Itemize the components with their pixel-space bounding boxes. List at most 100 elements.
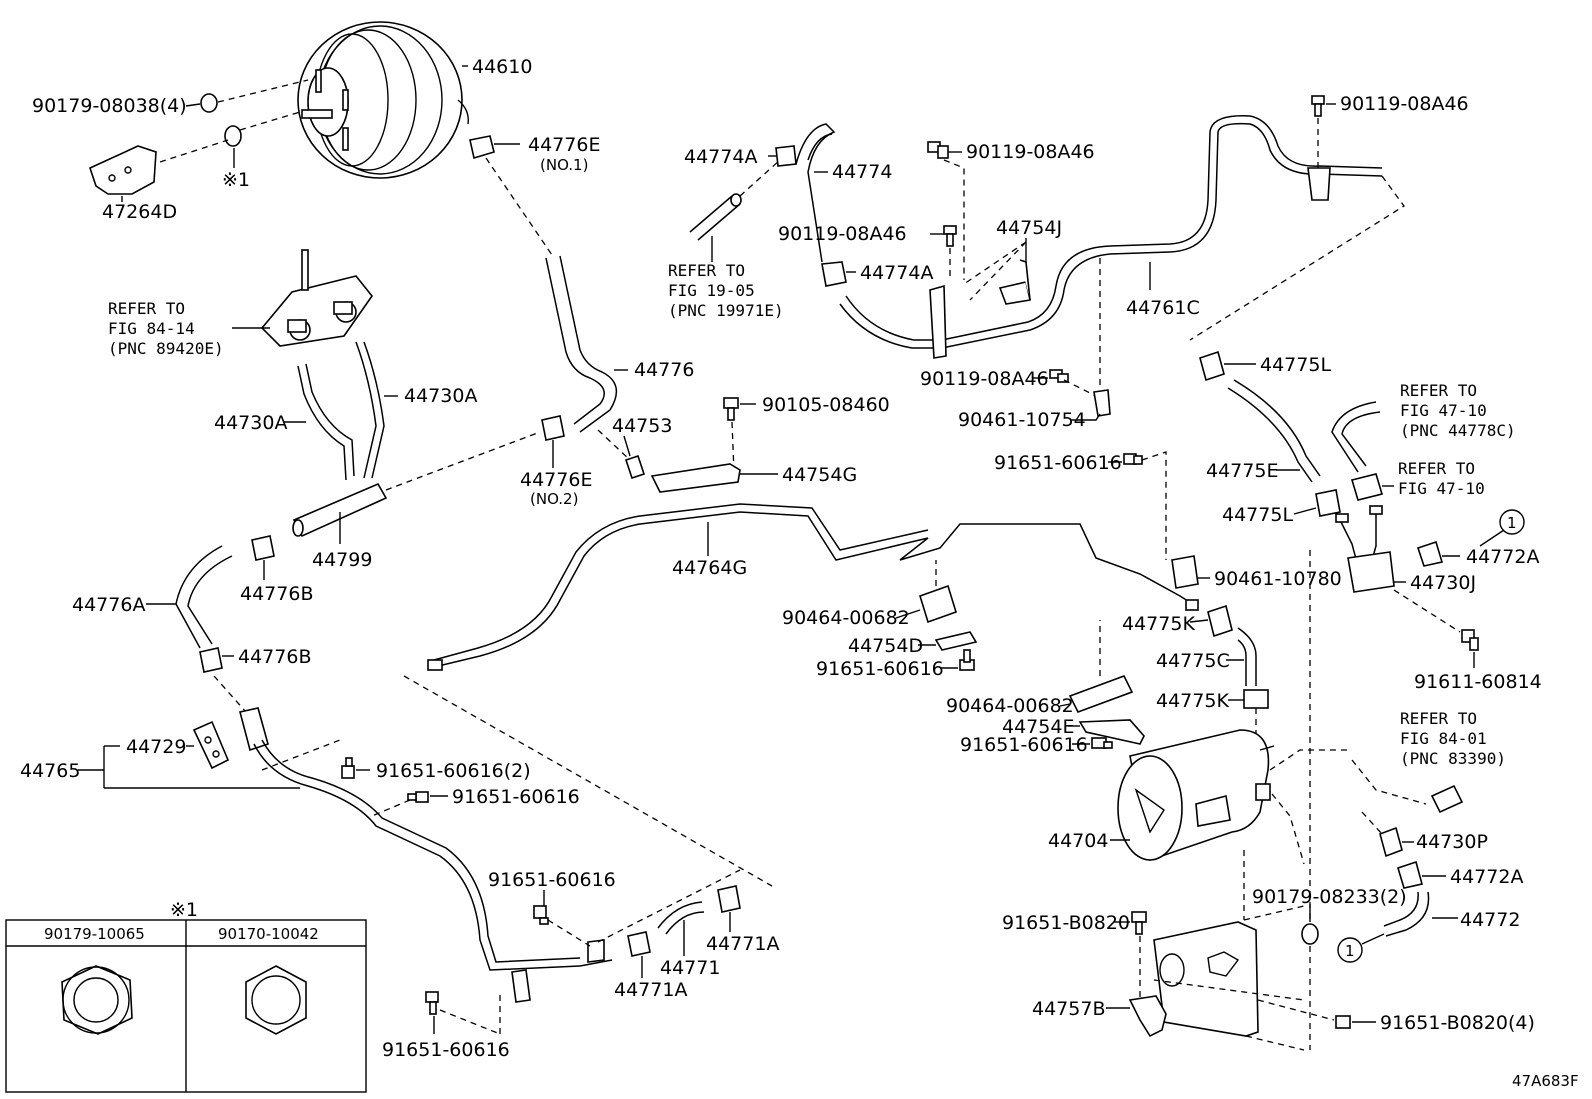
label-44776E-1: 44776E	[528, 134, 600, 156]
hose-ref-4710a	[1331, 401, 1381, 473]
label-44776A: 44776A	[72, 594, 145, 616]
valve-44730J	[1335, 505, 1395, 593]
label-44754D: 44754D	[848, 635, 923, 657]
clamp-90464-a	[919, 584, 957, 624]
label-ref-8401-1: REFER TO	[1400, 709, 1477, 728]
label-44764G: 44764G	[672, 557, 747, 579]
clamp-44776E-2	[541, 415, 565, 441]
hose-44776	[545, 255, 618, 433]
label-ref-8401-3: (PNC 83390)	[1400, 749, 1506, 768]
label-90119-d: 90119-08A46	[1340, 93, 1469, 115]
brake-booster-44610	[297, 21, 469, 179]
label-90464-b: 90464-00682	[946, 695, 1074, 717]
label-no2: (NO.2)	[530, 490, 578, 508]
clamp-44774A-top	[775, 145, 797, 167]
bolt-90119-a	[927, 141, 949, 159]
label-91651-B0820-4: 91651-B0820(4)	[1380, 1012, 1535, 1034]
label-44754G: 44754G	[782, 464, 857, 486]
label-44772A-bot: 44772A	[1450, 866, 1523, 888]
label-44771A-right: 44771A	[706, 933, 779, 955]
hose-44774	[795, 123, 836, 263]
pipe-44799	[292, 482, 388, 538]
bracket-44757B	[1128, 921, 1259, 1038]
label-ref-4710a-1: REFER TO	[1400, 381, 1477, 400]
label-90119-c: 90119-08A46	[920, 368, 1049, 390]
label-44772: 44772	[1460, 909, 1520, 931]
bolt-91651-l3	[425, 991, 439, 1015]
label-44775K-bot: 44775K	[1156, 690, 1229, 712]
label-91651-l2: 91651-60616	[488, 869, 616, 891]
pipe-44764G	[427, 503, 1199, 671]
bolt-90105	[723, 397, 739, 421]
clamp-44775K-bot	[1243, 689, 1269, 709]
bracket-44754J	[998, 259, 1031, 305]
label-44753: 44753	[612, 415, 672, 437]
label-ref-8414-3: (PNC 89420E)	[108, 339, 224, 358]
bolt-91651-l2	[533, 905, 549, 925]
label-90119-b: 90119-08A46	[778, 223, 907, 245]
label-ref-1905-2: FIG 19-05	[668, 281, 755, 300]
hose-44776A	[175, 545, 233, 649]
label-44775E: 44775E	[1206, 460, 1278, 482]
clamp-44774A-bot	[821, 261, 847, 287]
label-90119-a: 90119-08A46	[966, 141, 1095, 163]
label-ref-1905-1: REFER TO	[668, 261, 745, 280]
label-44730A-right: 44730A	[404, 385, 477, 407]
clamp-44775L-bot	[1315, 489, 1341, 517]
bracket-44754G	[650, 463, 741, 493]
label-44754E: 44754E	[1002, 716, 1074, 738]
bolt-90119-d	[1311, 95, 1325, 117]
label-91611: 91611-60814	[1414, 671, 1542, 693]
label-ref-8414-2: FIG 84-14	[108, 319, 195, 338]
label-44771: 44771	[660, 957, 720, 979]
label-47264D: 47264D	[102, 201, 177, 223]
label-44776: 44776	[634, 359, 694, 381]
bracket-44754D	[934, 631, 978, 651]
circle-1-top: 1	[1507, 514, 1517, 532]
label-ref-8414-1: REFER TO	[108, 299, 185, 318]
label-44730A-left: 44730A	[214, 412, 287, 434]
label-90105: 90105-08460	[762, 394, 890, 416]
pipe-44729-44765	[192, 707, 613, 1003]
bolt-91611	[1461, 629, 1479, 651]
label-44799: 44799	[312, 549, 372, 571]
label-44774A-bot: 44774A	[860, 262, 933, 284]
label-44757B: 44757B	[1032, 998, 1105, 1020]
bolt-91651-r1	[1123, 453, 1143, 465]
hose-44772	[1383, 891, 1430, 937]
hose-44730A-pair	[297, 341, 385, 481]
clamp-44776B-top	[251, 535, 275, 561]
label-44774A-top: 44774A	[684, 146, 757, 168]
pipe-44761C	[839, 115, 1383, 359]
bolt-90119-c	[1049, 369, 1069, 383]
label-ref-4710b-1: REFER TO	[1398, 459, 1475, 478]
label-44765: 44765	[20, 760, 80, 782]
label-44704: 44704	[1048, 830, 1108, 852]
label-44775C: 44775C	[1156, 650, 1230, 672]
label-44729: 44729	[126, 736, 186, 758]
clamp-44776E-1	[469, 135, 495, 160]
clamp-90461-10754	[1093, 389, 1111, 417]
hose-44775C	[1237, 627, 1257, 686]
bolt-90119-b	[943, 225, 957, 247]
clamp-ref-4710b	[1350, 473, 1384, 501]
canister-44704	[1117, 729, 1275, 862]
label-44774: 44774	[832, 161, 892, 183]
label-ref-1905-3: (PNC 19971E)	[668, 301, 784, 320]
label-44754J: 44754J	[996, 217, 1062, 239]
label-44761C: 44761C	[1126, 297, 1200, 319]
clamp-44772A-bot	[1397, 860, 1423, 889]
diagram-id: 47A683F	[1512, 1072, 1579, 1090]
label-44772A-top: 44772A	[1466, 546, 1539, 568]
label-90461-10780: 90461-10780	[1214, 568, 1342, 590]
label-91651-r1: 91651-60616	[994, 452, 1122, 474]
label-44771A-left: 44771A	[614, 979, 687, 1001]
clamp-90461-10780	[1171, 555, 1199, 589]
label-91651-l3: 91651-60616	[382, 1039, 510, 1061]
clamp-44775K-top	[1207, 604, 1233, 638]
pipe-ref-19-05	[689, 193, 742, 241]
vsv-assembly-ref-84-14	[260, 249, 373, 347]
bolt-91651-B0820	[1131, 911, 1147, 935]
label-44730J: 44730J	[1410, 572, 1476, 594]
